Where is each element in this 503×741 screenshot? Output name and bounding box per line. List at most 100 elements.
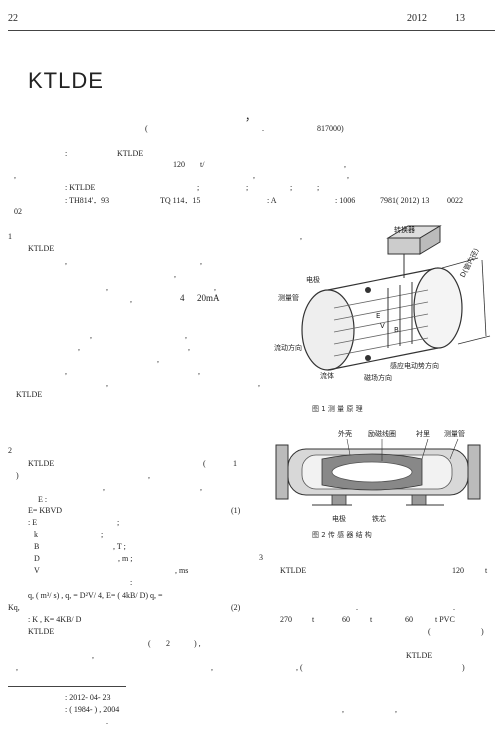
- def-symbol: k: [34, 530, 38, 539]
- def-symbol: V: [34, 566, 40, 575]
- abstract-colon: :: [65, 149, 68, 158]
- text-mark: .: [106, 717, 108, 726]
- s3-unit-pvc: t PVC: [435, 615, 455, 624]
- text-mark: ) ,: [194, 639, 201, 648]
- doc-code: : A: [267, 196, 277, 205]
- fig2-label-electrode: 电极: [332, 514, 346, 523]
- text-mark: ): [16, 471, 19, 480]
- clc-number: : TH814'．93: [65, 196, 110, 205]
- def-unit: , T ;: [113, 542, 126, 551]
- abstract-text: ,: [14, 171, 16, 180]
- text-mark: ): [462, 663, 465, 672]
- fig1-label-field-direction: 磁场方向: [364, 373, 392, 382]
- received-date: : 2012- 04- 23: [65, 693, 111, 702]
- clc-number-2: TQ 114．15: [160, 196, 201, 205]
- fig1-label-tube: 测量管: [278, 293, 299, 302]
- text-mark: ,: [65, 367, 67, 376]
- s1-ktlde: KTLDE: [28, 244, 55, 253]
- fig1-label-e: E: [376, 312, 380, 320]
- page-number: 22: [8, 13, 18, 24]
- eq-label: E :: [38, 495, 48, 504]
- fig2-label-core: 铁芯: [372, 514, 386, 523]
- def-unit: , m ;: [118, 554, 133, 563]
- section-1-number: 1: [8, 232, 12, 241]
- fig1-label-b: B: [394, 326, 399, 334]
- text-mark: ,: [16, 663, 18, 672]
- text-mark: :: [130, 578, 133, 587]
- fig2-label-coil: 励磁线圈: [368, 429, 396, 438]
- section-2-number: 2: [8, 446, 12, 455]
- s3-value: 60: [405, 615, 413, 624]
- s3-ktlde-2: KTLDE: [406, 651, 433, 660]
- def-symbol: D: [34, 554, 40, 563]
- author-bio: : ( 1984- ) , 2004: [65, 705, 120, 714]
- text-mark: ,: [78, 343, 80, 352]
- def-unit: ;: [101, 530, 104, 539]
- journal-year: 2012: [407, 13, 427, 24]
- s3-value: 60: [342, 615, 350, 624]
- figure-2-sensor-structure: 外壳 励磁线圈 衬里 测量管 电极 铁芯: [275, 429, 481, 523]
- text-mark: ,: [185, 331, 187, 340]
- s3-value: 270: [280, 615, 292, 624]
- fig2-label-shell: 外壳: [338, 429, 352, 438]
- abstract-ktlde: KTLDE: [117, 149, 144, 158]
- text-mark: (: [203, 459, 206, 468]
- s2-ktlde-2: KTLDE: [28, 627, 55, 636]
- def-symbol: B: [34, 542, 40, 551]
- text-mark: ,: [106, 283, 108, 292]
- equation-2-tail: Kq,: [8, 603, 20, 612]
- figure-2-caption: 图 2 传 感 器 结 构: [312, 531, 372, 539]
- article-id-2: 7981( 2012) 13: [380, 196, 430, 205]
- fig2-label-lining: 衬里: [416, 429, 430, 438]
- author-mark: ，: [245, 111, 256, 123]
- fig2-label-tube: 测量管: [444, 429, 465, 438]
- equation-2-number: (2): [231, 603, 241, 612]
- keyword-sep: ;: [290, 183, 293, 192]
- fig1-label-converter: 转换器: [394, 225, 415, 234]
- figure-ref: 1: [233, 459, 237, 468]
- range-low: 4: [180, 293, 185, 303]
- fig1-label-emf-direction: 感应电动势方向: [390, 361, 439, 370]
- footnote-rule: [8, 686, 126, 687]
- article-id: : 1006: [335, 196, 356, 205]
- text-mark: ,: [395, 705, 397, 714]
- text-mark: ,: [188, 343, 190, 352]
- text-mark: .: [453, 603, 455, 612]
- equation-1-number: (1): [231, 506, 241, 515]
- text-mark: ,: [148, 471, 150, 480]
- abstract-text: ,: [347, 171, 349, 180]
- figure-ref: 2: [166, 639, 170, 648]
- text-mark: ,: [198, 367, 200, 376]
- s2-ktlde: KTLDE: [28, 459, 55, 468]
- text-mark: .: [356, 603, 358, 612]
- def-symbol: : E: [28, 518, 38, 527]
- text-mark: ,: [174, 270, 176, 279]
- text-mark: ,: [342, 705, 344, 714]
- s3-unit: t: [312, 615, 315, 624]
- s3-unit: t: [485, 566, 488, 575]
- keywords: : KTLDE: [65, 183, 96, 192]
- equation-3: : K , K= 4KB/ D: [28, 615, 82, 624]
- fig1-label-electrode: 电极: [306, 275, 320, 284]
- abstract-text: 120: [173, 160, 185, 169]
- article-id-4: 02: [14, 207, 22, 216]
- header-rule: [8, 30, 495, 31]
- keyword-sep: ;: [246, 183, 249, 192]
- text-mark: ,: [258, 379, 260, 388]
- text-mark: ,: [200, 483, 202, 492]
- def-unit: , ms: [175, 566, 189, 575]
- s3-ktlde: KTLDE: [280, 566, 307, 575]
- fig1-label-flow-direction: 流动方向: [274, 343, 302, 352]
- affil-open: (: [145, 124, 148, 133]
- fig1-label-fluid: 流体: [320, 371, 334, 380]
- text-mark: (: [428, 627, 431, 636]
- text-mark: ,: [300, 232, 302, 241]
- section-3-number: 3: [259, 553, 263, 562]
- text-mark: ,: [65, 257, 67, 266]
- article-id-3: 0022: [447, 196, 463, 205]
- equation-2: q, ( m³/ s) , q, = D²V/ 4, E= ( 4kB/ D) …: [28, 591, 163, 600]
- text-mark: ,: [200, 257, 202, 266]
- s3-capacity: 120: [452, 566, 464, 575]
- s1-ktlde-2: KTLDE: [16, 390, 43, 399]
- figure-1-measuring-principle: 转换器 电极 测量管 流动方向 感应电动势方向 流体 磁场方向 D(管内径) E…: [274, 225, 491, 382]
